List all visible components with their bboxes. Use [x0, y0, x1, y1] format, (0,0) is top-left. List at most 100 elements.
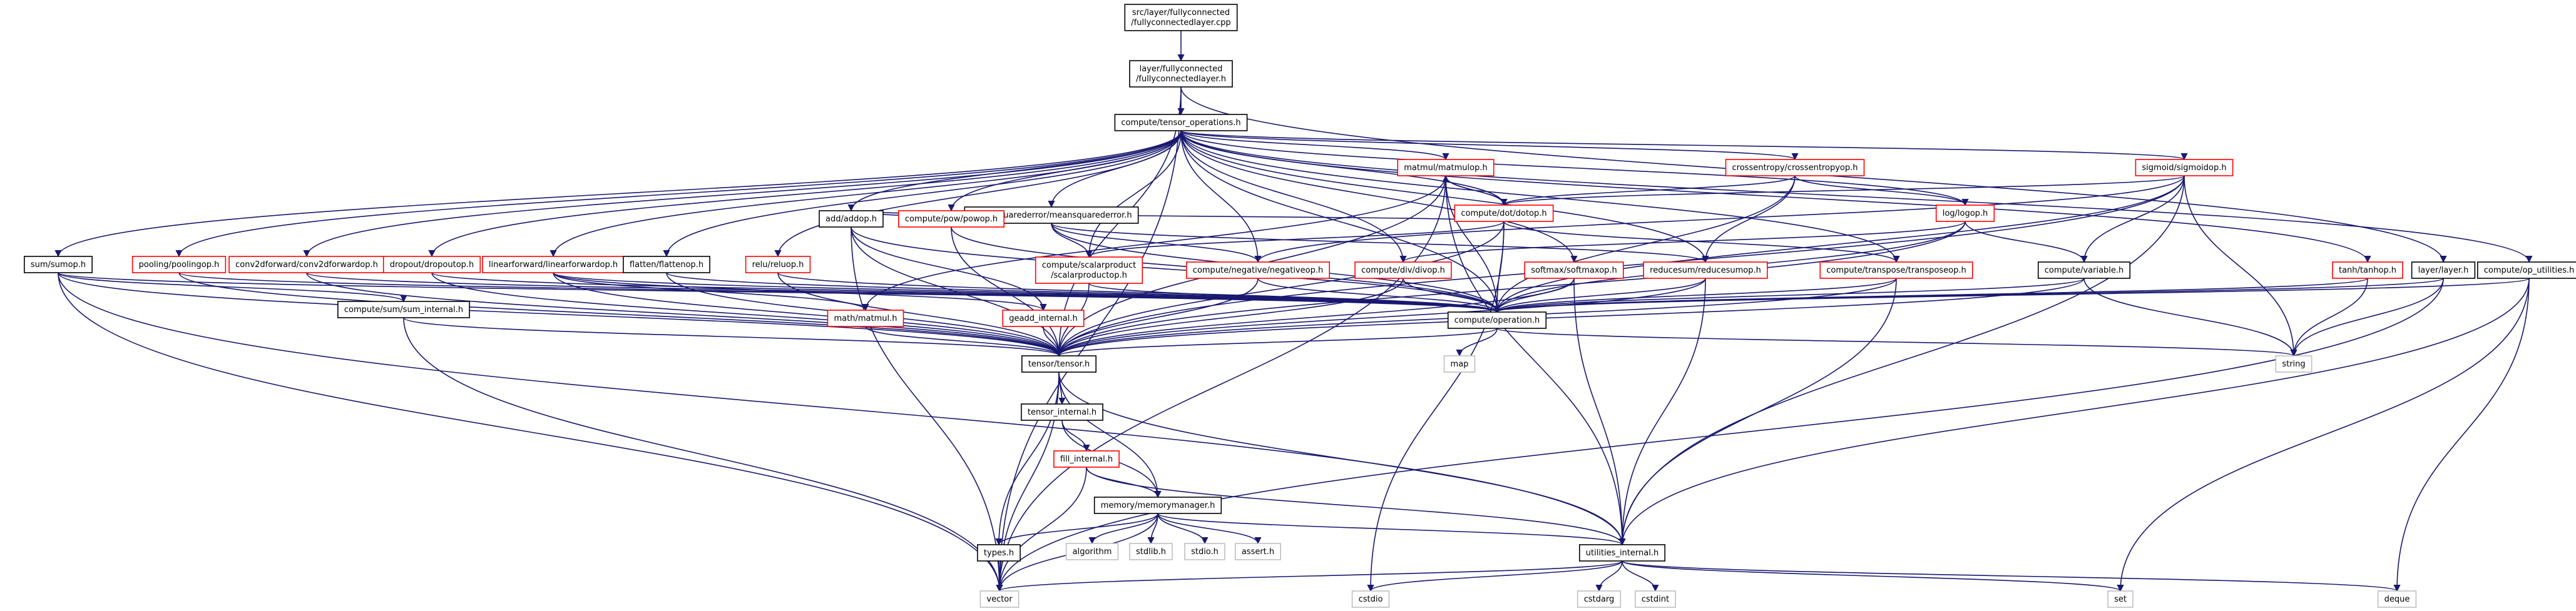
node-box: [1021, 403, 1103, 421]
node-label: sigmoid/sigmoidop.h: [2142, 163, 2226, 173]
node-label: stdlib.h: [1136, 547, 1166, 557]
graph-node-tensor[interactable]: tensor/tensor.h: [1021, 355, 1096, 373]
node-box: [1053, 450, 1120, 468]
edge-addop-to-tensor: [851, 226, 1063, 357]
node-label: memory/memorymanager.h: [1101, 501, 1215, 510]
graph-node-reducesum[interactable]: reducesum/reducesumop.h: [1643, 261, 1768, 279]
node-box: [898, 210, 1004, 228]
node-box: [1035, 256, 1143, 284]
graph-node-negative[interactable]: compute/negative/negativeop.h: [1185, 261, 1331, 279]
graph-node-dotop[interactable]: compute/dot/dotop.h: [1454, 205, 1554, 222]
graph-node-powop[interactable]: compute/pow/powop.h: [898, 210, 1004, 228]
node-label: add/addop.h: [825, 215, 877, 224]
graph-node-flatten[interactable]: flatten/flattenop.h: [623, 256, 710, 273]
edge-tops-to-tanh: [1180, 130, 2371, 263]
graph-node-matmulop[interactable]: matmul/matmulop.h: [1397, 159, 1495, 176]
edge-tops-to-sigmoid: [1180, 130, 2187, 161]
node-label: compute/negative/negativeop.h: [1193, 266, 1323, 275]
edge-tops-to-relu: [774, 130, 1182, 258]
graph-node-oputil[interactable]: compute/op_utilities.h: [2476, 261, 2576, 279]
graph-node-transpose[interactable]: compute/transpose/transposeop.h: [1819, 261, 1973, 279]
edge-tops-to-softmax: [1180, 130, 1578, 263]
edge-sigmoid-to-operation: [1493, 175, 2185, 313]
edge-linfwd-to-tensor: [553, 272, 1063, 357]
edge-suminternal-to-tensor: [403, 317, 1063, 357]
node-label: softmax/softmaxop.h: [1531, 266, 1617, 275]
edge-sigmoid-to-negative: [1254, 175, 2185, 263]
graph-node-operation[interactable]: compute/operation.h: [1447, 311, 1547, 329]
edge-addop-to-operation: [851, 226, 1501, 313]
graph-node-root[interactable]: src/layer/fullyconnected/fullyconnectedl…: [1124, 4, 1238, 31]
graph-node-divop[interactable]: compute/div/divop.h: [1354, 261, 1452, 279]
edge-logop-to-tensor: [1055, 221, 1966, 357]
node-box: [745, 256, 811, 273]
graph-node-fclh[interactable]: layer/fullyconnected/fullyconnectedlayer…: [1129, 60, 1233, 88]
graph-node-geadd[interactable]: geadd_internal.h: [1002, 310, 1085, 327]
node-label: vector: [986, 595, 1013, 604]
node-label: flatten/flattenop.h: [630, 260, 703, 270]
node-box: [1235, 543, 1281, 560]
node-box: [1002, 310, 1085, 327]
edge-oputil-to-deque: [2393, 278, 2530, 592]
graph-node-map: map: [1443, 355, 1476, 373]
edge-utilint-to-deque: [1622, 560, 2401, 592]
graph-node-sumop[interactable]: sum/sumop.h: [24, 256, 93, 273]
edge-powop-to-tensor: [951, 226, 1063, 357]
graph-node-tanh[interactable]: tanh/tanhop.h: [2332, 261, 2403, 279]
graph-node-dropout[interactable]: dropout/dropoutop.h: [382, 256, 481, 273]
node-box: [2037, 261, 2131, 279]
graph-node-memmgr[interactable]: memory/memorymanager.h: [1093, 497, 1222, 514]
edge-reducesum-to-utilint: [1618, 278, 1706, 546]
graph-node-mathmatmul[interactable]: math/matmul.h: [827, 310, 904, 327]
edge-fillint-to-memmgr: [1086, 467, 1162, 498]
node-label: compute/pow/powop.h: [905, 215, 998, 224]
edge-logop-to-variable: [1965, 221, 2088, 263]
nodes-layer: src/layer/fullyconnected/fullyconnectedl…: [24, 4, 2576, 608]
graph-node-deque: deque: [2377, 590, 2417, 608]
graph-node-tops[interactable]: compute/tensor_operations.h: [1114, 114, 1248, 131]
graph-node-utilint[interactable]: utilities_internal.h: [1578, 544, 1666, 562]
graph-node-tensorint[interactable]: tensor_internal.h: [1021, 403, 1103, 421]
edge-sumop-to-vector: [58, 272, 1003, 592]
edge-variable-to-operation: [1493, 278, 2085, 313]
graph-node-vector: vector: [979, 590, 1020, 608]
graph-node-variable[interactable]: compute/variable.h: [2037, 261, 2131, 279]
node-label: compute/sum/sum_internal.h: [344, 305, 463, 315]
node-label: layer/layer.h: [2418, 266, 2469, 275]
node-label: tensor/tensor.h: [1028, 360, 1090, 369]
graph-node-suminternal[interactable]: compute/sum/sum_internal.h: [337, 301, 470, 318]
edge-crossent-to-dotop: [1500, 175, 1796, 206]
graph-node-logop[interactable]: log/logop.h: [1935, 205, 1995, 222]
node-label: compute/div/divop.h: [1361, 266, 1445, 275]
node-box: [1397, 159, 1495, 176]
graph-node-softmax[interactable]: softmax/softmaxop.h: [1524, 261, 1624, 279]
edge-tops-to-oputil: [1180, 130, 2533, 263]
graph-node-crossent[interactable]: crossentropy/crossentropyop.h: [1725, 159, 1865, 176]
edge-pooling-to-tensor: [178, 272, 1063, 357]
edge-softmax-to-utilint: [1573, 278, 1626, 546]
graph-node-scalarprod[interactable]: compute/scalarproduct/scalarproductop.h: [1035, 256, 1143, 284]
node-label: stdio.h: [1191, 547, 1219, 557]
node-box: [2332, 261, 2403, 279]
node-box: [1184, 543, 1225, 560]
node-label: dropout/dropoutop.h: [390, 260, 474, 270]
graph-node-conv2d[interactable]: conv2dforward/conv2dforwardop.h: [228, 256, 385, 273]
edge-tanh-to-operation: [1493, 278, 2368, 313]
node-label: cstdio: [1359, 595, 1383, 604]
node-label: math/matmul.h: [834, 314, 897, 323]
node-label: reducesum/reducesumop.h: [1650, 266, 1761, 275]
node-box: [979, 590, 1020, 608]
edge-layerh-to-vector: [996, 278, 2444, 592]
graph-node-linfwd[interactable]: linearforward/linearforwardop.h: [482, 256, 625, 273]
graph-node-types[interactable]: types.h: [977, 544, 1021, 562]
edge-tops-to-flatten: [663, 130, 1182, 258]
graph-node-sigmoid[interactable]: sigmoid/sigmoidop.h: [2135, 159, 2234, 176]
graph-node-addop[interactable]: add/addop.h: [819, 210, 884, 228]
graph-node-set: set: [2107, 590, 2134, 608]
graph-node-layerh[interactable]: layer/layer.h: [2411, 261, 2476, 279]
graph-node-fillint[interactable]: fill_internal.h: [1053, 450, 1120, 468]
edge-matmulop-to-operation: [1445, 175, 1501, 313]
graph-node-pooling[interactable]: pooling/poolingop.h: [131, 256, 227, 273]
edge-mathmatmul-to-tensor: [865, 326, 1063, 357]
graph-node-relu[interactable]: relu/reluop.h: [745, 256, 811, 273]
